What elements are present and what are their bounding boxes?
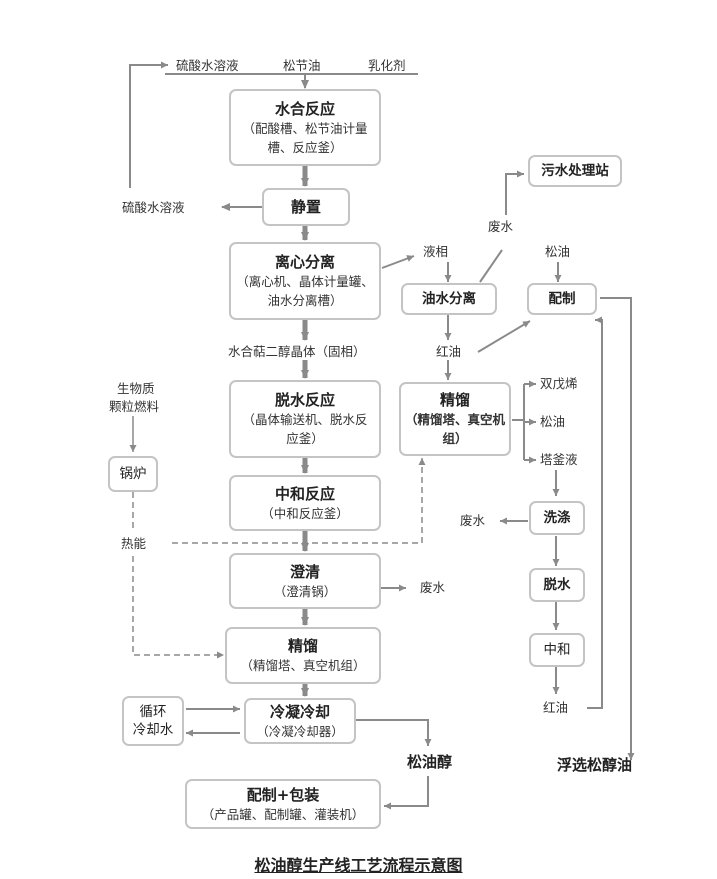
boiler-box: 锅炉 xyxy=(108,456,158,492)
heat-label: 热能 xyxy=(121,536,147,551)
centrifuge-to-liquid xyxy=(381,255,415,269)
water-reaction-box: 水合反应 （配酸槽、松节油计量 槽、反应釜） xyxy=(229,89,381,166)
oil-water-title: 油水分离 xyxy=(422,291,476,307)
heat-to-distill-side xyxy=(172,458,426,544)
neutralize-title: 中和反应 xyxy=(274,484,335,503)
sewage-title: 污水处理站 xyxy=(541,163,609,179)
distill-side-title: 精馏 xyxy=(439,391,470,409)
dehydration-equipment-2: 应釜） xyxy=(286,431,324,446)
red-oil-2-label: 红油 xyxy=(543,700,569,715)
condense-box: 冷凝冷却 （冷凝冷却器） xyxy=(244,698,356,744)
biomass-label: 生物质 xyxy=(117,381,155,396)
terpineol-label: 松油醇 xyxy=(407,753,453,771)
distill-main-title: 精馏 xyxy=(287,637,318,655)
wastewater-to-sewage xyxy=(505,170,524,215)
terpineol-to-package xyxy=(384,776,429,810)
distill-main-equipment: （精馏塔、真空机组） xyxy=(240,658,366,673)
wastewater-top-label: 废水 xyxy=(488,219,514,234)
distill-side-equipment-2: 组） xyxy=(442,431,468,446)
neutral2-box: 中和 xyxy=(529,633,585,667)
package-title: 配制+包装 xyxy=(246,785,320,804)
heat-to-distill-main xyxy=(132,556,224,659)
redoil-to-blend xyxy=(477,320,531,353)
dehydration-equipment: （晶体输送机、脱水反 xyxy=(242,412,368,427)
cooling-water-title: 循环 xyxy=(139,704,167,720)
clarify-box: 澄清 （澄清锅） xyxy=(229,553,381,609)
blend-title: 配制 xyxy=(548,291,576,307)
blend-box: 配制 xyxy=(527,283,597,315)
turpentine-label: 松节油 xyxy=(283,58,321,73)
wash-title: 洗涤 xyxy=(543,510,571,526)
distill-side-equipment: （精馏塔、真空机 xyxy=(404,412,505,427)
water-reaction-equipment-2: 槽、反应釜） xyxy=(267,139,343,155)
sulfuric-out-label: 硫酸水溶液 xyxy=(122,200,185,215)
redoil-recycle xyxy=(587,316,603,709)
dehydrate2-title: 脱水 xyxy=(543,577,571,593)
pine-oil-2-label: 松油 xyxy=(540,414,566,429)
distill-main-box: 精馏 （精馏塔、真空机组） xyxy=(225,627,381,684)
liquid-phase-label: 液相 xyxy=(423,244,449,259)
water-reaction-title: 水合反应 xyxy=(274,99,335,118)
wastewater-wash-label: 废水 xyxy=(460,513,486,528)
crystal-label: 水合萜二醇晶体（固相） xyxy=(228,344,366,359)
dehydration-title: 脱水反应 xyxy=(274,391,335,409)
red-oil-1-label: 红油 xyxy=(436,344,462,359)
wastewater-clarify-label: 废水 xyxy=(420,580,446,595)
sewage-box: 污水处理站 xyxy=(528,155,622,187)
water-reaction-equipment: （配酸槽、松节油计量 xyxy=(242,120,368,136)
distill-side-box: 精馏 （精馏塔、真空机 组） xyxy=(399,382,511,456)
diagram-caption: 松油醇生产线工艺流程示意图 xyxy=(254,856,463,875)
dehydrate2-box: 脱水 xyxy=(529,568,585,602)
blend-to-flotation xyxy=(600,297,635,760)
bottom-liquid-label: 塔釜液 xyxy=(540,452,578,467)
wash-box: 洗涤 xyxy=(529,501,585,535)
oilwater-to-wastewater xyxy=(479,249,503,283)
oil-water-box: 油水分离 xyxy=(401,283,497,315)
flotation-oil-label: 浮选松醇油 xyxy=(557,756,633,774)
centrifuge-box: 离心分离 （离心机、晶体计量罐、 油水分离槽） xyxy=(229,242,381,320)
dipentene-label: 双戊烯 xyxy=(540,376,578,391)
settle-title: 静置 xyxy=(290,198,321,216)
centrifuge-equipment-2: 油水分离槽） xyxy=(267,293,343,308)
neutralize-equipment: （中和反应釜） xyxy=(261,505,349,521)
package-box: 配制+包装 （产品罐、配制罐、灌装机） xyxy=(185,779,381,829)
cooling-water-box: 循环 冷却水 xyxy=(122,696,184,746)
sulfuric-in-label: 硫酸水溶液 xyxy=(176,58,239,73)
emulsifier-label: 乳化剂 xyxy=(368,58,406,73)
boiler-title: 锅炉 xyxy=(119,466,147,482)
neutral2-title: 中和 xyxy=(543,642,571,658)
sulfuric-recycle xyxy=(129,61,168,188)
condense-equipment: （冷凝冷却器） xyxy=(256,723,344,739)
centrifuge-title: 离心分离 xyxy=(274,253,335,271)
condense-to-terpineol xyxy=(356,719,432,746)
package-equipment: （产品罐、配制罐、灌装机） xyxy=(201,806,365,822)
pine-oil-label: 松油 xyxy=(545,244,571,259)
dehydration-box: 脱水反应 （晶体输送机、脱水反 应釜） xyxy=(229,380,381,458)
condense-title: 冷凝冷却 xyxy=(269,702,330,721)
settle-box: 静置 xyxy=(262,188,350,226)
cooling-water-title-2: 冷却水 xyxy=(132,722,174,738)
neutralize-box: 中和反应 （中和反应釜） xyxy=(229,475,381,531)
clarify-title: 澄清 xyxy=(289,562,320,581)
biomass-2-label: 颗粒燃料 xyxy=(109,399,160,414)
centrifuge-equipment: （离心机、晶体计量罐、 xyxy=(236,274,374,289)
clarify-equipment: （澄清锅） xyxy=(273,583,337,599)
